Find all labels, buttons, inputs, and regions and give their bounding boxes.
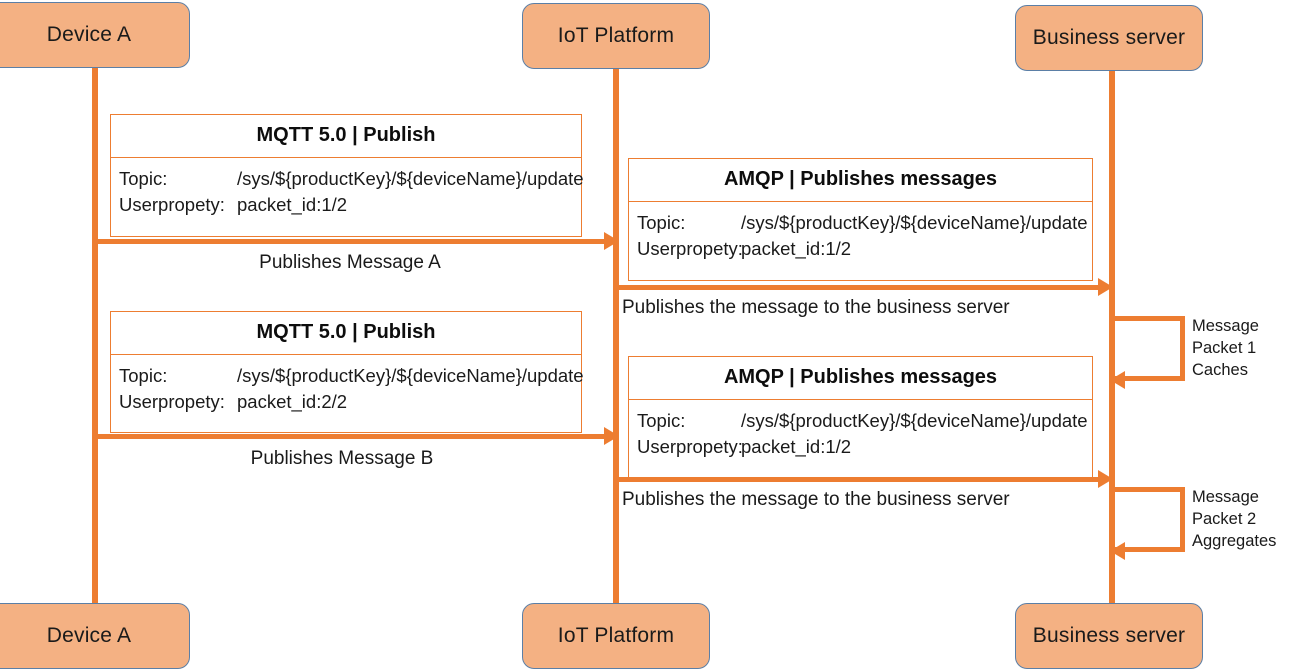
note-row-userproperty: Userpropety:packet_id:1/2 (637, 434, 1092, 460)
note-value-topic: /sys/${productKey}/${deviceName}/update (741, 410, 1088, 431)
note-row-userproperty: Userpropety:packet_id:1/2 (637, 236, 1092, 262)
actor-label: Device A (46, 624, 132, 647)
note-key-topic: Topic: (119, 168, 168, 189)
note-row-userproperty: Userpropety: packet_id:1/2 (119, 192, 581, 218)
note-row-topic: Topic: /sys/${productKey}/${deviceName}/u… (119, 363, 584, 389)
note-row-userproperty: Userpropety: packet_id:2/2 (119, 389, 581, 415)
arrow-head-message-packet-2-aggregates (1110, 542, 1125, 560)
note-body: Topic: /sys/${productKey}/${deviceName}/u… (629, 400, 1092, 469)
note-value-userproperty: packet_id:1/2 (741, 238, 852, 260)
note-title: AMQP | Publishes messages (629, 357, 1092, 400)
note-title: MQTT 5.0 | Publish (111, 115, 581, 158)
actor-label: Business server (1032, 624, 1186, 647)
note-title: AMQP | Publishes messages (629, 159, 1092, 202)
note-key-topic: Topic: (119, 365, 168, 386)
self-message-loop-message-packet-2-aggregates (1109, 487, 1185, 552)
actor-label: Device A (46, 23, 132, 46)
arrow-head-publish-message-a (604, 232, 619, 250)
arrow-head-message-packet-1-caches (1110, 371, 1125, 389)
note-body: Topic: /sys/${productKey}/${deviceName}/u… (111, 355, 584, 424)
lifeline-device-a (92, 66, 98, 604)
actor-iot-platform-bottom[interactable]: IoT Platform (522, 603, 710, 669)
note-row-topic: Topic: /sys/${productKey}/${deviceName}/u… (637, 210, 1092, 236)
note-title: MQTT 5.0 | Publish (111, 312, 581, 355)
actor-iot-platform-top[interactable]: IoT Platform (522, 3, 710, 69)
note-key-userproperty: Userpropety: (637, 436, 743, 458)
note-row-topic: Topic: /sys/${productKey}/${deviceName}/u… (637, 408, 1092, 434)
arrow-head-publish-message-b (604, 427, 619, 445)
note-value-userproperty: packet_id:1/2 (741, 436, 852, 458)
actor-label: IoT Platform (557, 24, 675, 47)
message-label-publish-to-business-2: Publishes the message to the business se… (622, 489, 1010, 510)
self-label-line-1: Message (1192, 488, 1259, 506)
note-key-userproperty: Userpropety: (119, 194, 225, 216)
actor-business-server-bottom[interactable]: Business server (1015, 603, 1203, 669)
note-key-topic: Topic: (637, 212, 686, 233)
self-label-line-3: Aggregates (1192, 531, 1277, 550)
self-label-line-2: Packet 1 (1192, 338, 1257, 357)
self-label-line-1: Message (1192, 317, 1259, 335)
actor-label: Business server (1032, 26, 1186, 49)
note-body: Topic: /sys/${productKey}/${deviceName}/u… (111, 158, 584, 227)
note-value-topic: /sys/${productKey}/${deviceName}/update (741, 212, 1088, 233)
arrow-head-publish-to-business-2 (1098, 470, 1113, 488)
note-value-userproperty: packet_id:1/2 (237, 194, 348, 216)
lifeline-iot-platform (613, 68, 619, 604)
self-message-label-message-packet-1-caches: Message Packet 1 Caches (1192, 316, 1259, 381)
actor-device-a-top[interactable]: Device A (0, 2, 190, 68)
self-label-line-3: Caches (1192, 360, 1248, 379)
note-value-userproperty: packet_id:2/2 (237, 391, 348, 413)
lifeline-business-server (1109, 70, 1115, 604)
note-row-topic: Topic: /sys/${productKey}/${deviceName}/u… (119, 166, 584, 192)
message-arrow-publish-to-business-1 (613, 285, 1106, 290)
arrow-head-publish-to-business-1 (1098, 278, 1113, 296)
message-label-publish-to-business-1: Publishes the message to the business se… (622, 297, 1010, 318)
note-body: Topic: /sys/${productKey}/${deviceName}/u… (629, 202, 1092, 271)
message-arrow-publish-to-business-2 (613, 477, 1106, 482)
actor-business-server-top[interactable]: Business server (1015, 5, 1203, 71)
message-label-publish-message-b: Publishes Message B (250, 448, 434, 469)
self-message-label-message-packet-2-aggregates: Message Packet 2 Aggregates (1192, 487, 1276, 552)
actor-device-a-bottom[interactable]: Device A (0, 603, 190, 669)
note-amqp-publishes-messages-1: AMQP | Publishes messages Topic: /sys/${p… (628, 158, 1093, 281)
note-mqtt-publish-1: MQTT 5.0 | Publish Topic: /sys/${productK… (110, 114, 584, 237)
message-arrow-publish-message-a (92, 239, 610, 244)
note-value-topic: /sys/${productKey}/${deviceName}/update (237, 365, 584, 386)
note-amqp-publishes-messages-2: AMQP | Publishes messages Topic: /sys/${p… (628, 356, 1093, 478)
note-key-topic: Topic: (637, 410, 686, 431)
self-message-loop-message-packet-1-caches (1109, 316, 1185, 381)
note-key-userproperty: Userpropety: (637, 238, 743, 260)
note-mqtt-publish-2: MQTT 5.0 | Publish Topic: /sys/${productK… (110, 311, 584, 433)
self-label-line-2: Packet 2 (1192, 509, 1257, 528)
note-value-topic: /sys/${productKey}/${deviceName}/update (237, 168, 584, 189)
message-arrow-publish-message-b (92, 434, 610, 439)
note-key-userproperty: Userpropety: (119, 391, 225, 413)
message-label-publish-message-a: Publishes Message A (259, 252, 441, 273)
actor-label: IoT Platform (557, 624, 675, 647)
